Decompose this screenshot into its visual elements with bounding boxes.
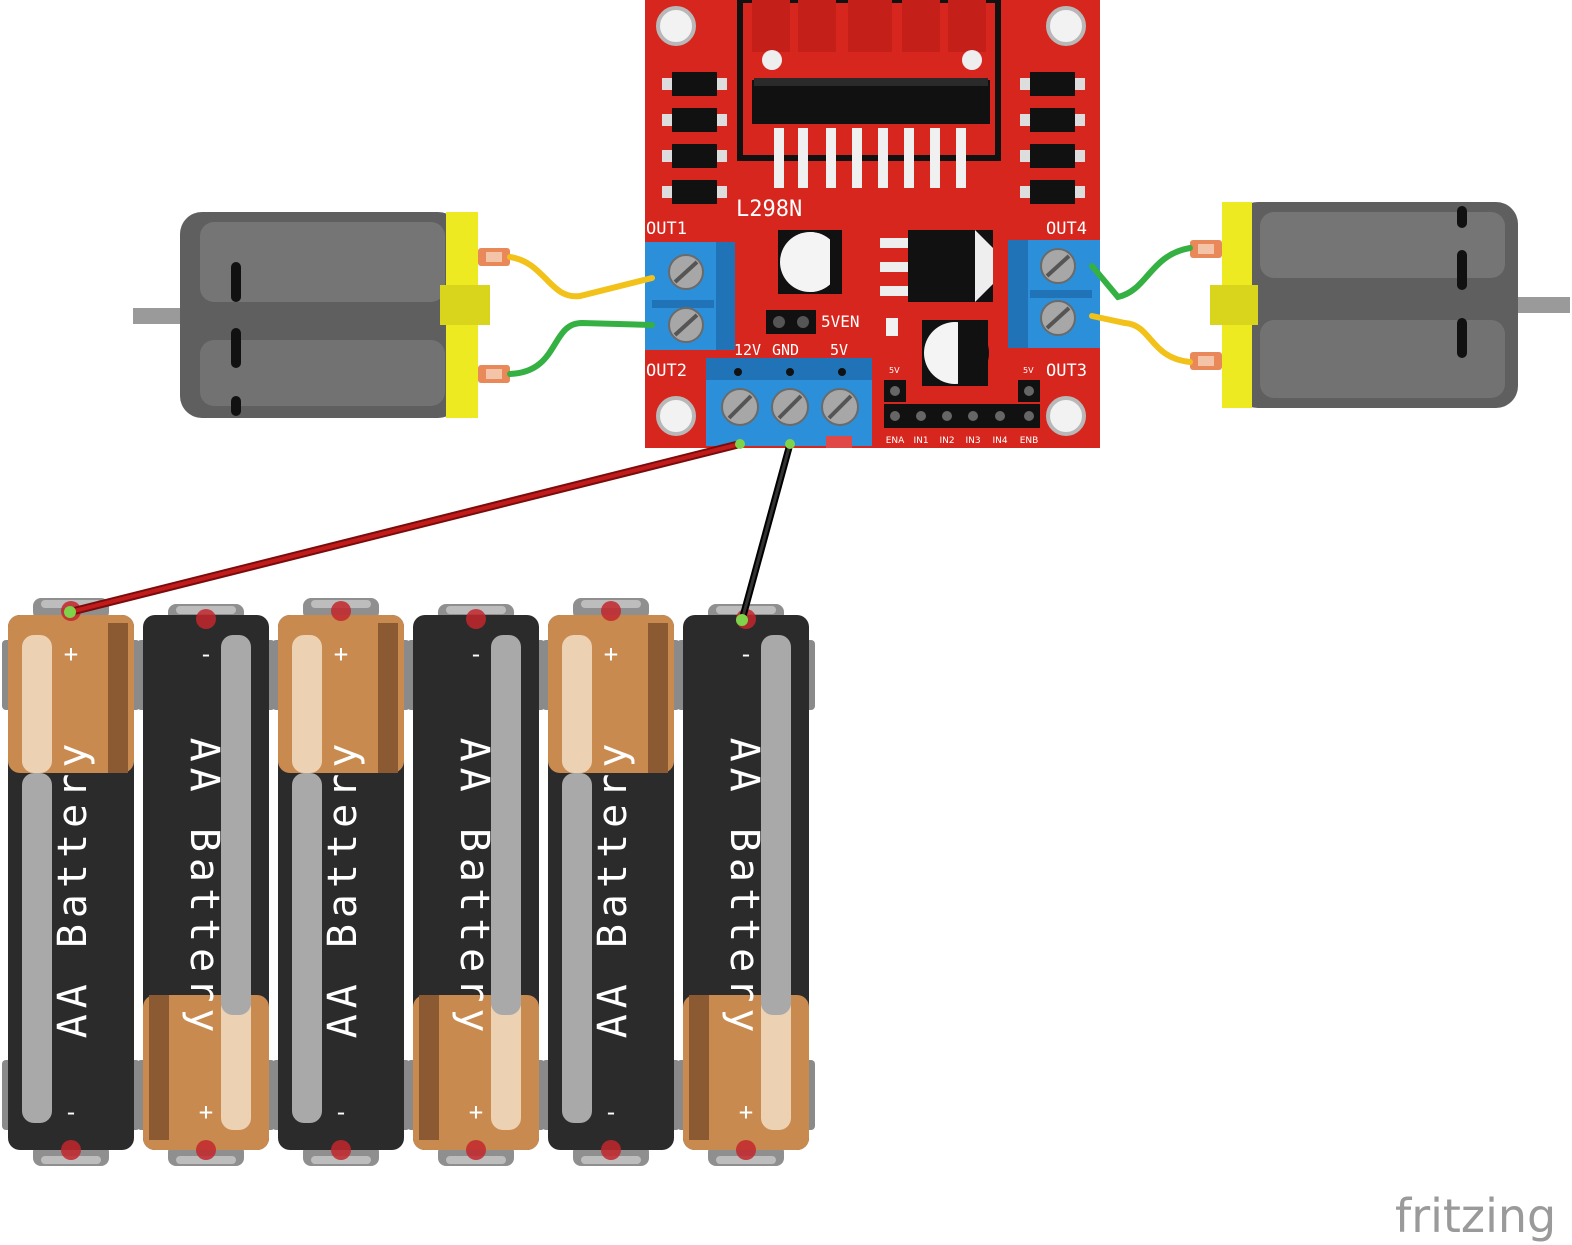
header-pin-in4[interactable] <box>995 411 1005 421</box>
battery-label: AA Battery <box>320 738 366 1039</box>
battery-label: AA Battery <box>181 738 227 1039</box>
pin-5v-left-label: 5V <box>889 366 900 375</box>
battery-contact <box>466 609 486 629</box>
left-motor-shaft <box>133 308 193 324</box>
wire-right-motor-to-out4 <box>1089 245 1193 301</box>
fritzing-watermark: fritzing <box>1395 1189 1556 1243</box>
mounting-hole <box>656 396 696 436</box>
header-pin-label: IN2 <box>939 436 954 446</box>
header-pin-in1[interactable] <box>916 411 926 421</box>
header-pin-label: IN1 <box>913 436 928 446</box>
jumper-5ven[interactable] <box>766 310 816 334</box>
motor-wires <box>507 245 1193 377</box>
out2-label: OUT2 <box>646 361 687 381</box>
power-12v-label: 12V <box>734 341 761 359</box>
battery-label: AA Battery <box>590 738 636 1039</box>
power-5v-label: 5V <box>830 341 848 359</box>
right-dc-motor <box>1190 202 1570 408</box>
battery-contact <box>736 1140 756 1160</box>
battery-bottom-sign: - <box>334 1098 348 1126</box>
l298n-chip <box>737 0 1001 188</box>
battery-contact <box>601 1140 621 1160</box>
battery-bottom-sign: - <box>604 1098 618 1126</box>
out4-label: OUT4 <box>1046 219 1087 239</box>
out3-label: OUT3 <box>1046 361 1087 381</box>
battery-top-sign: - <box>739 640 753 668</box>
capacitor <box>778 230 842 294</box>
battery-contact <box>196 1140 216 1160</box>
battery-contact <box>601 601 621 621</box>
power-terminal-block <box>706 358 872 448</box>
battery-bottom-sign: + <box>199 1098 213 1126</box>
right-motor-shaft <box>1512 297 1570 313</box>
terminal-block-out3-out4 <box>1008 240 1100 348</box>
mounting-hole <box>1046 6 1086 46</box>
aa-battery: - + AA Battery <box>677 604 815 1166</box>
aa-battery: - + AA Battery <box>137 604 275 1166</box>
battery-bottom-sign: + <box>469 1098 483 1126</box>
header-pin-label: ENA <box>886 436 905 446</box>
wire-endpoint <box>785 439 795 449</box>
battery-contact <box>196 609 216 629</box>
control-header <box>884 380 1040 428</box>
header-pin-ena[interactable] <box>890 411 900 421</box>
power-gnd-label: GND <box>772 341 799 359</box>
jumper-5ven-label: 5VEN <box>821 312 860 331</box>
diodes-right <box>1020 72 1085 204</box>
battery-contact <box>61 1140 81 1160</box>
header-pin-label: IN3 <box>965 436 980 446</box>
battery-contact <box>331 601 351 621</box>
header-pin-in3[interactable] <box>968 411 978 421</box>
wire-endpoint <box>736 614 748 626</box>
battery-top-sign: + <box>334 640 348 668</box>
aa-battery: - + AA Battery <box>407 604 545 1166</box>
battery-top-sign: - <box>469 640 483 668</box>
wire-left-motor-to-out1 <box>507 254 655 300</box>
wire-left-motor-to-out2 <box>507 319 655 377</box>
battery-label: AA Battery <box>451 738 497 1039</box>
terminal-block-out1-out2 <box>645 242 735 350</box>
battery-pack: + - AA Battery - + AA Battery + - AA Battery - + AA… <box>2 598 815 1166</box>
battery-label: AA Battery <box>721 738 767 1039</box>
diodes-left <box>662 72 727 204</box>
battery-contact <box>466 1140 486 1160</box>
header-pin-label: ENB <box>1020 436 1039 446</box>
header-pin-labels: ENA IN1 IN2 IN3 IN4 ENB <box>886 436 1039 446</box>
aa-battery: + - AA Battery <box>2 598 140 1166</box>
power-wires <box>64 439 795 626</box>
battery-top-sign: + <box>64 640 78 668</box>
wire-right-motor-to-out3 <box>1089 313 1193 365</box>
battery-contact <box>331 1140 351 1160</box>
battery-label: AA Battery <box>50 738 96 1039</box>
pin-5v-right-label: 5V <box>1023 366 1034 375</box>
aa-battery: + - AA Battery <box>272 598 410 1166</box>
voltage-regulator <box>880 230 993 302</box>
mounting-hole <box>656 6 696 46</box>
header-pin-label: IN4 <box>992 436 1007 446</box>
battery-top-sign: - <box>199 640 213 668</box>
out1-label: OUT1 <box>646 219 687 239</box>
battery-top-sign: + <box>604 640 618 668</box>
aa-battery: + - AA Battery <box>542 598 680 1166</box>
battery-bottom-sign: + <box>739 1098 753 1126</box>
battery-bottom-sign: - <box>64 1098 78 1126</box>
l298n-board: L298N 5VEN <box>645 0 1100 448</box>
chip-label: L298N <box>736 197 802 222</box>
header-pin-enb[interactable] <box>1024 411 1034 421</box>
header-pin-in2[interactable] <box>942 411 952 421</box>
wire-endpoint <box>64 606 76 618</box>
left-dc-motor <box>133 212 510 418</box>
wire-endpoint <box>735 439 745 449</box>
capacitor <box>922 320 989 386</box>
mounting-hole <box>1046 396 1086 436</box>
